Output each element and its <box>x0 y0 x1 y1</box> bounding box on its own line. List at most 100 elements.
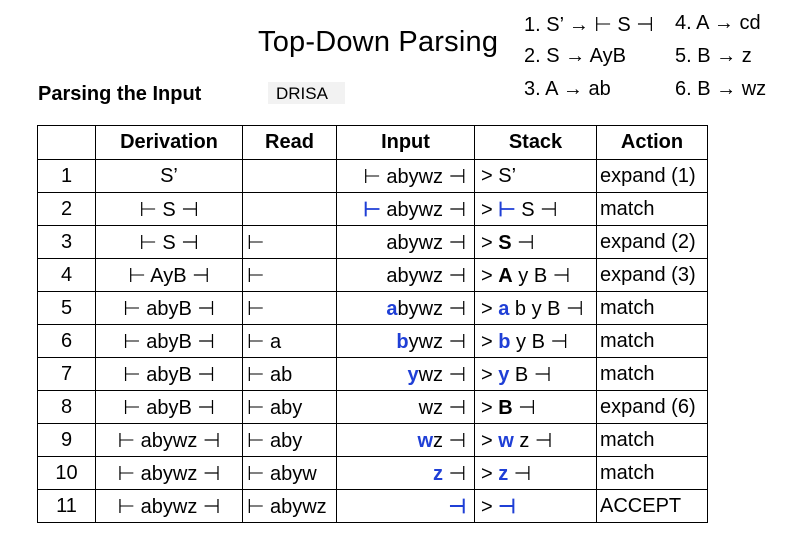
stack-cell: > y B ⊣ <box>474 357 597 391</box>
grammar-rule-1: 1. S’ → ⊢ S ⊣ <box>524 14 654 36</box>
input-cell-segment: abywz ⊣ <box>380 198 466 221</box>
read-cell <box>242 159 337 193</box>
step-number: 1 <box>37 159 96 193</box>
action-cell: ACCEPT <box>596 489 708 523</box>
read-cell: ⊢ aby <box>242 390 337 424</box>
input-cell-segment: y <box>407 363 419 386</box>
stack-cell: > B ⊣ <box>474 390 597 424</box>
grammar-rule-3: 3. A → ab <box>524 78 611 100</box>
stack-cell: > S’ <box>474 159 597 193</box>
read-cell: ⊢ abyw <box>242 456 337 490</box>
stack-cell: > S ⊣ <box>474 225 597 259</box>
header-read: Read <box>242 125 337 160</box>
grammar-tag: DRISA <box>268 82 345 104</box>
derivation-cell: ⊢ abyB ⊣ <box>95 324 243 358</box>
step-number: 11 <box>37 489 96 523</box>
derivation-cell: S’ <box>95 159 243 193</box>
input-cell: ⊣ <box>336 489 475 523</box>
derivation-cell: ⊢ abywz ⊣ <box>95 456 243 490</box>
stack-cell: > ⊢ S ⊣ <box>474 192 597 226</box>
read-cell: ⊢ <box>242 291 337 325</box>
read-cell: ⊢ aby <box>242 423 337 457</box>
derivation-cell: ⊢ S ⊣ <box>95 192 243 226</box>
stack-cell-segment: ⊢ <box>498 198 516 221</box>
stack-cell-segment: > <box>481 462 499 485</box>
read-cell: ⊢ a <box>242 324 337 358</box>
stack-cell-segment: > <box>481 330 499 353</box>
input-cell-segment: z ⊣ <box>433 429 466 452</box>
stack-cell-segment: > <box>481 198 499 221</box>
stack-cell-segment: y B ⊣ <box>512 264 571 287</box>
input-cell-segment: abywz ⊣ <box>386 264 466 287</box>
stack-cell: > z ⊣ <box>474 456 597 490</box>
step-number: 9 <box>37 423 96 457</box>
input-cell-segment: ⊣ <box>443 462 466 485</box>
derivation-cell: ⊢ S ⊣ <box>95 225 243 259</box>
stack-cell-segment: ⊣ <box>508 462 532 485</box>
stack-cell-segment: B <box>498 396 513 419</box>
action-cell: match <box>596 423 708 457</box>
step-number: 6 <box>37 324 96 358</box>
step-number: 8 <box>37 390 96 424</box>
input-cell-segment: w <box>417 429 434 452</box>
input-cell-segment: bywz ⊣ <box>397 297 466 320</box>
table-row: 5⊢ abyB ⊣⊢abywz ⊣> a b y B ⊣match <box>37 291 708 325</box>
input-cell-segment: z <box>433 462 444 485</box>
stack-cell-segment: > <box>481 396 499 419</box>
stack-cell-segment: > <box>481 495 499 518</box>
stack-cell-segment: y <box>498 363 510 386</box>
stack-cell: > A y B ⊣ <box>474 258 597 292</box>
stack-cell-segment: ⊣ <box>512 396 536 419</box>
header-input: Input <box>336 125 475 160</box>
action-cell: expand (1) <box>596 159 708 193</box>
input-cell: ywz ⊣ <box>336 357 475 391</box>
input-cell: z ⊣ <box>336 456 475 490</box>
derivation-cell: ⊢ abyB ⊣ <box>95 390 243 424</box>
action-cell: match <box>596 324 708 358</box>
action-cell: match <box>596 456 708 490</box>
input-cell: bywz ⊣ <box>336 324 475 358</box>
input-cell: abywz ⊣ <box>336 291 475 325</box>
action-cell: expand (6) <box>596 390 708 424</box>
input-cell-segment: wz ⊣ <box>418 363 466 386</box>
header-step <box>37 125 96 160</box>
stack-cell-segment: z <box>498 462 509 485</box>
action-cell: expand (3) <box>596 258 708 292</box>
stack-cell-segment: ⊣ <box>511 231 535 254</box>
input-cell-segment: ⊣ <box>448 495 466 518</box>
header-derivation: Derivation <box>95 125 243 160</box>
stack-cell: > b y B ⊣ <box>474 324 597 358</box>
header-stack: Stack <box>474 125 597 160</box>
step-number: 5 <box>37 291 96 325</box>
grammar-rule-2: 2. S → AyB <box>524 45 626 67</box>
action-cell: match <box>596 357 708 391</box>
input-cell: ⊢ abywz ⊣ <box>336 159 475 193</box>
stack-cell-segment: > <box>481 363 499 386</box>
read-cell: ⊢ <box>242 225 337 259</box>
step-number: 7 <box>37 357 96 391</box>
stack-cell-segment: a <box>498 297 510 320</box>
read-cell: ⊢ <box>242 258 337 292</box>
input-cell-segment: a <box>386 297 398 320</box>
grammar-rule-4: 4. A → cd <box>675 12 761 34</box>
read-cell <box>242 192 337 226</box>
stack-cell-segment: B ⊣ <box>509 363 552 386</box>
stack-cell: > w z ⊣ <box>474 423 597 457</box>
table-row: 2⊢ S ⊣⊢ abywz ⊣> ⊢ S ⊣match <box>37 192 708 226</box>
input-cell: abywz ⊣ <box>336 258 475 292</box>
stack-cell-segment: > S’ <box>481 164 517 187</box>
action-cell: expand (2) <box>596 225 708 259</box>
derivation-cell: ⊢ abywz ⊣ <box>95 423 243 457</box>
step-number: 3 <box>37 225 96 259</box>
stack-cell-segment: z ⊣ <box>513 429 553 452</box>
input-cell-segment: ⊢ <box>363 198 381 221</box>
action-cell: match <box>596 192 708 226</box>
stack-cell-segment: ⊣ <box>498 495 516 518</box>
page-title: Top-Down Parsing <box>258 26 499 58</box>
stack-cell-segment: > <box>481 297 499 320</box>
